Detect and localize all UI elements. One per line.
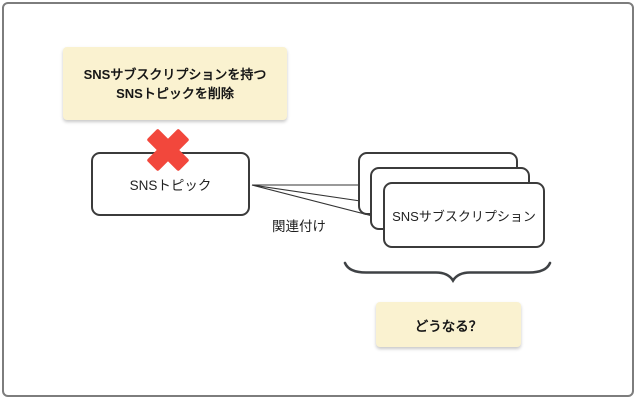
note-delete-topic-line2: SNSトピックを削除 (116, 85, 234, 101)
sns-subscription-label: SNSサブスクリプション (392, 208, 536, 224)
delete-x-icon (147, 129, 189, 171)
note-delete-topic-line1: SNSサブスクリプションを持つ (83, 66, 267, 82)
note-delete-topic: SNSサブスクリプションを持つ SNSトピックを削除 (63, 47, 287, 120)
frame-border (2, 2, 634, 397)
association-label: 関連付け (272, 219, 326, 234)
curly-brace-path (343, 261, 552, 283)
delete-x-bar-2 (147, 129, 189, 171)
sns-topic-label: SNSトピック (129, 178, 212, 193)
sns-subscription-box: SNSサブスクリプション (383, 182, 545, 248)
association-line-2 (251, 184, 375, 204)
note-what-happens: どうなる？ (376, 302, 521, 347)
